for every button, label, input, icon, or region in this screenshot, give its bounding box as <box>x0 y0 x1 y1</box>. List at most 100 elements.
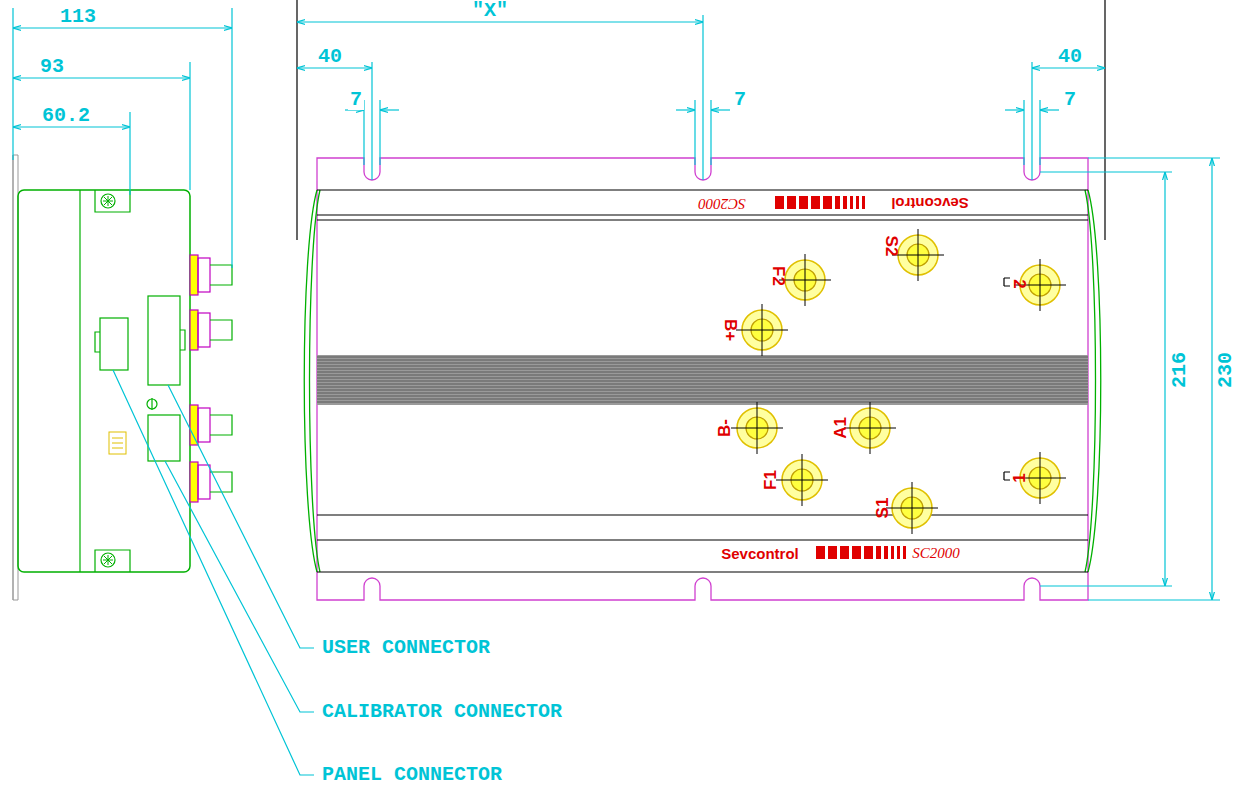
dimension: 230 <box>1216 350 1236 390</box>
dimension: 216 <box>1170 350 1190 390</box>
drawing-rect <box>198 258 210 292</box>
drawing-circle <box>101 553 115 567</box>
drawing-rect <box>190 310 198 350</box>
dimension: 7 <box>732 90 748 110</box>
drawing-path <box>317 158 1088 600</box>
drawing-path <box>779 254 831 306</box>
drawing-rect <box>884 546 888 559</box>
drawing-g <box>317 190 1088 572</box>
drawing-line <box>317 390 1088 391</box>
drawing-line <box>1040 109 1059 110</box>
top-dimensions <box>297 15 1220 600</box>
drawing-rect <box>816 546 825 559</box>
drawing-line <box>231 8 232 268</box>
drawing-g <box>776 454 828 506</box>
drawing-path <box>103 196 113 206</box>
brand-name: Sevcontrol <box>721 546 799 561</box>
drawing-rect <box>148 296 180 385</box>
drawing-path <box>1004 278 1010 286</box>
drawing-rect <box>190 255 198 295</box>
drawing-path <box>210 320 232 340</box>
drawing-rect <box>843 196 847 209</box>
drawing-line <box>317 571 1088 572</box>
top-view <box>297 0 1105 600</box>
drawing-rect <box>190 405 198 445</box>
drawing-line <box>702 15 703 180</box>
dimension: 40 <box>1056 47 1084 67</box>
terminal-label: 1 <box>1011 473 1028 482</box>
drawing-rect <box>198 465 210 499</box>
dimension: 113 <box>58 7 98 27</box>
drawing-polyline <box>113 370 314 775</box>
drawing-line <box>1031 62 1032 180</box>
drawing-rect <box>811 196 820 209</box>
drawing-line <box>317 402 1088 403</box>
drawing-line <box>1005 109 1024 110</box>
terminal-label: S2 <box>883 236 900 257</box>
terminal-label: B+ <box>722 319 739 341</box>
drawing-rect <box>799 196 808 209</box>
callout-label: USER CONNECTOR <box>320 638 492 658</box>
drawing-line <box>317 514 1088 515</box>
drawing-rect <box>850 196 853 209</box>
drawing-line <box>296 0 297 240</box>
dimension: 7 <box>348 90 364 110</box>
drawing-rect <box>18 190 190 572</box>
drawing-line <box>317 396 1088 397</box>
drawing-line <box>371 62 372 180</box>
drawing-rect <box>903 546 906 559</box>
drawing-g <box>844 402 896 454</box>
terminal-label: F2 <box>770 266 787 286</box>
drawing-line <box>317 189 1088 190</box>
model-name: SC2000 <box>698 196 746 211</box>
brand-name: Sevcontrol <box>891 196 969 211</box>
drawing-path <box>731 402 783 454</box>
drawing-g <box>317 357 1088 402</box>
drawing-line <box>317 384 1088 385</box>
drawing-line <box>189 62 190 190</box>
drawing-line <box>317 372 1088 373</box>
drawing-line <box>129 112 130 195</box>
drawing-line <box>1088 157 1220 158</box>
drawing-rect <box>823 196 832 209</box>
drawing-circle <box>147 399 157 409</box>
drawing-rect <box>828 546 837 559</box>
drawing-line <box>1032 67 1105 68</box>
drawing-path <box>886 482 938 534</box>
side-dimensions <box>13 8 232 268</box>
dimension: 60.2 <box>40 106 92 126</box>
drawing-path <box>844 402 896 454</box>
drawing-rect <box>100 318 128 370</box>
drawing-g <box>210 265 232 492</box>
drawing-line <box>13 126 130 127</box>
drawing-rect <box>876 546 881 559</box>
drawing-g <box>95 296 185 461</box>
drawing-line <box>297 67 372 68</box>
drawing-line <box>676 109 695 110</box>
terminal-label: S1 <box>874 498 891 519</box>
dimension: "X" <box>470 1 510 21</box>
drawing-rect <box>897 546 900 559</box>
drawing-rect <box>852 546 861 559</box>
terminal-label: F1 <box>762 470 779 490</box>
drawing-rect <box>835 196 840 209</box>
drawing-path <box>180 330 185 350</box>
drawing-line <box>317 357 1088 358</box>
drawing-rect <box>190 462 198 502</box>
drawing-path <box>210 265 232 285</box>
drawing-rect <box>862 196 865 209</box>
drawing-g <box>731 402 783 454</box>
drawing-path <box>95 550 130 572</box>
drawing-line <box>317 360 1088 361</box>
drawing-line <box>317 214 1088 215</box>
drawing-line <box>1211 158 1212 600</box>
drawing-path <box>776 454 828 506</box>
drawing-line <box>13 27 232 28</box>
drawing-path <box>1088 190 1101 572</box>
drawing-path <box>210 415 232 435</box>
callout-label: PANEL CONNECTOR <box>320 765 504 785</box>
terminal-label: B- <box>716 419 733 437</box>
drawing-g <box>304 190 1101 572</box>
drawing-g <box>1004 278 1010 480</box>
